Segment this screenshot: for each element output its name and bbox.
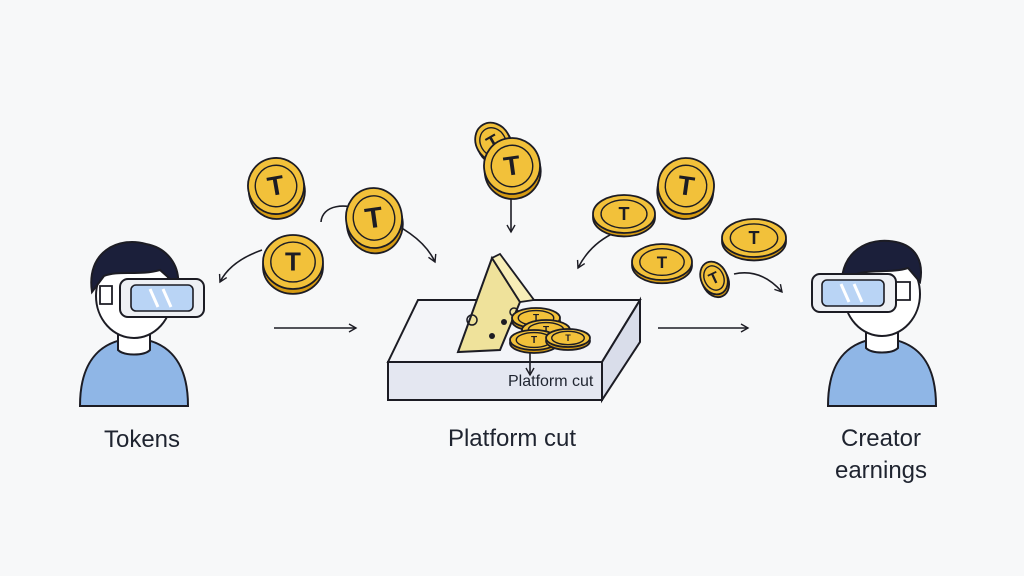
tokens-label: Tokens (103, 426, 181, 453)
coin-letter: T (533, 313, 539, 324)
arrow-icon (218, 249, 263, 284)
coin-icon: T (721, 218, 787, 262)
creator-earnings-label-line1: Creator (840, 425, 922, 452)
coin-letter: T (363, 201, 385, 235)
coin-icon: T (545, 328, 591, 351)
coin-icon: T (483, 137, 542, 200)
coin-icon: T (262, 234, 324, 295)
cheese-wedge-icon (456, 252, 536, 354)
coin-letter: T (676, 170, 697, 202)
coin-letter: T (531, 335, 537, 346)
coin-letter: T (265, 170, 287, 202)
coin-letter: T (749, 228, 760, 248)
arrow-icon (733, 272, 783, 294)
arrow-icon (576, 231, 617, 270)
coin-letter: T (285, 247, 301, 277)
platform-cut-label: Platform cut (447, 425, 577, 452)
coin-icon: T (656, 157, 715, 220)
coin-icon: T (631, 243, 693, 285)
coin-icon: T (699, 260, 730, 299)
right-user-icon (811, 239, 938, 407)
platform-box-label: Platform cut (508, 373, 594, 390)
coin-letter: T (657, 253, 668, 272)
left-user-icon (78, 241, 205, 407)
coin-icon: T (345, 187, 404, 255)
coin-letter: T (619, 204, 630, 224)
coin-icon: T (592, 194, 656, 238)
coin-icon: T (247, 157, 306, 220)
coin-letter: T (565, 333, 571, 343)
coin-letter: T (502, 150, 523, 182)
creator-earnings-label-line2: earnings (834, 457, 928, 484)
